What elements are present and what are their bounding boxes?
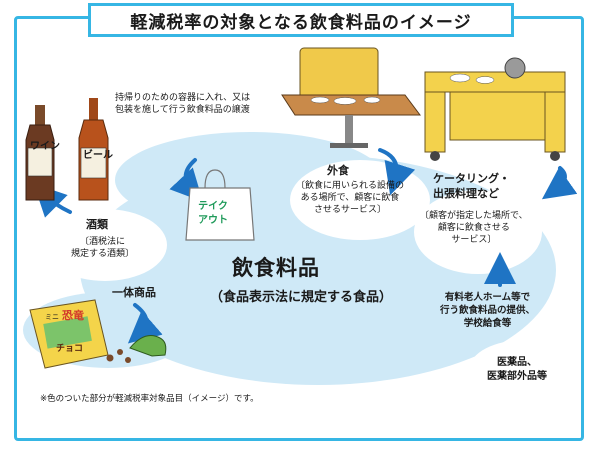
dining-table-illustration [281, 47, 421, 148]
medicine-line1: 医薬品、 [497, 357, 537, 368]
takeout-desc-line2: 包装を施して行う飲食料品の譲渡 [115, 105, 250, 116]
catering-desc-line2: 顧客に飲食させる [437, 223, 510, 234]
takeout-bag-line2: アウト [198, 214, 228, 226]
alcohol-desc-line1: 〔酒税法に [80, 237, 126, 247]
catering-cart-illustration [424, 57, 566, 161]
catering-label: ケータリング・ 出張料理など [433, 172, 510, 202]
alcohol-label: 酒類 [86, 218, 108, 231]
diagram-title: 軽減税率の対象となる飲食料品のイメージ [88, 3, 514, 37]
candy-box-illustration [29, 299, 167, 369]
dining-desc-line1: 〔飲食に用いられる設備の [296, 181, 405, 191]
candy-box-bottom: チョコ [56, 344, 84, 354]
footnote: ※色のついた部分が軽減税率対象品目（イメージ）です。 [40, 394, 259, 404]
dining-desc-line2: ある場所で、顧客に飲食 [300, 193, 400, 204]
arrow-dining [378, 148, 416, 196]
wine-label: ワイン [30, 141, 60, 152]
nursing-line3: 学校給食等 [463, 317, 512, 329]
center-label: 飲食料品 [232, 256, 320, 280]
takeout-bag-label: テイク アウト [198, 200, 228, 227]
dining-desc-line3: させるサービス〕 [314, 205, 387, 216]
alcohol-description: 〔酒税法に 規定する酒類〕 [71, 236, 134, 260]
nursing-line2: 行う飲食料品の提供、 [440, 304, 536, 316]
catering-label-line2: 出張料理など [433, 186, 499, 200]
takeout-bag-illustration [185, 169, 255, 241]
takeout-description: 持帰りのための容器に入れ、又は 包装を施して行う飲食料品の譲渡 [115, 92, 250, 116]
bundle-label: 一体商品 [112, 286, 156, 299]
wine-bottle-illustration [25, 105, 55, 201]
candy-box-title: 恐竜 [62, 309, 84, 322]
catering-desc-line1: 〔顧客が指定した場所で、 [420, 211, 528, 221]
dinosaur-icon [129, 335, 167, 357]
medicine-line2: 医薬部外品等 [487, 370, 547, 382]
nursing-home-text: 有料老人ホーム等で 行う飲食料品の提供、 学校給食等 [440, 292, 535, 330]
catering-desc-line3: サービス〕 [451, 235, 497, 246]
beer-bottle-illustration [78, 98, 109, 201]
medicine-text: 医薬品、 医薬部外品等 [487, 356, 547, 383]
takeout-bag-line1: テイク [198, 201, 228, 212]
takeout-desc-line1: 持帰りのための容器に入れ、又は [115, 93, 251, 103]
candy-box-small: ミニ [45, 313, 59, 321]
arrow-catering [541, 166, 578, 200]
nursing-line1: 有料老人ホーム等で [444, 292, 531, 303]
dining-label: 外食 [327, 164, 349, 177]
beer-label: ビール [83, 150, 113, 161]
catering-description: 〔顧客が指定した場所で、 顧客に飲食させる サービス〕 [420, 210, 528, 246]
center-sublabel: （食品表示法に規定する食品） [210, 290, 393, 305]
arrow-bundle [127, 303, 163, 344]
alcohol-desc-line2: 規定する酒類〕 [71, 249, 135, 260]
catering-label-line1: ケータリング・ [433, 172, 510, 185]
dining-description: 〔飲食に用いられる設備の ある場所で、顧客に飲食 させるサービス〕 [296, 180, 404, 216]
